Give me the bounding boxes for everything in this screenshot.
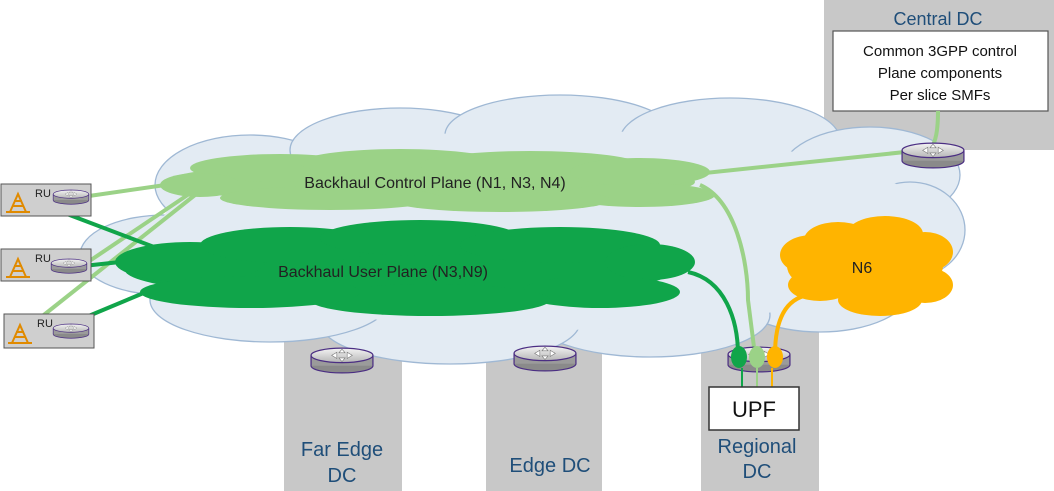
user-plane-label: Backhaul User Plane (N3,N9) [278, 264, 488, 281]
ru-label: RU [37, 318, 53, 330]
radio-antenna-icon [6, 256, 30, 278]
control-plane-label: Backhaul Control Plane (N1, N3, N4) [304, 175, 565, 192]
central-dc-box [832, 30, 1049, 112]
central-dc-box-line-1: Common 3GPP control [863, 43, 1017, 60]
router-icon [52, 323, 90, 339]
edge-dc-label: Edge DC [509, 455, 590, 477]
ru-site: RU [3, 313, 95, 349]
far-edge-dc-label-line-2: DC [328, 465, 357, 487]
far-edge-dc-label-line-1: Far Edge [301, 439, 383, 461]
control-plane-cloud [160, 149, 715, 212]
n6-label: N6 [852, 260, 873, 277]
router-icon [310, 347, 374, 374]
router-icon [513, 345, 577, 372]
upf-box [708, 386, 800, 431]
ru-site: RU [0, 183, 92, 217]
router-icon [50, 258, 88, 274]
ru-label: RU [35, 188, 51, 200]
ru-site: RU [0, 248, 92, 282]
regional-port-dots [731, 346, 783, 388]
central-dc-title: Central DC [893, 9, 982, 29]
radio-antenna-icon [8, 322, 32, 344]
user-plane-cloud [115, 220, 695, 316]
upf-label: UPF [732, 397, 776, 422]
central-dc-box-line-2: Plane components [878, 65, 1002, 82]
router-icon [901, 142, 965, 169]
regional-dc-label-line-1: Regional [718, 436, 797, 458]
ru-label: RU [35, 253, 51, 265]
radio-antenna-icon [6, 191, 30, 213]
regional-dc-label-line-2: DC [743, 461, 772, 483]
central-dc-box-line-3: Per slice SMFs [890, 87, 991, 104]
n6-cloud [780, 216, 953, 316]
router-icon [52, 189, 90, 205]
